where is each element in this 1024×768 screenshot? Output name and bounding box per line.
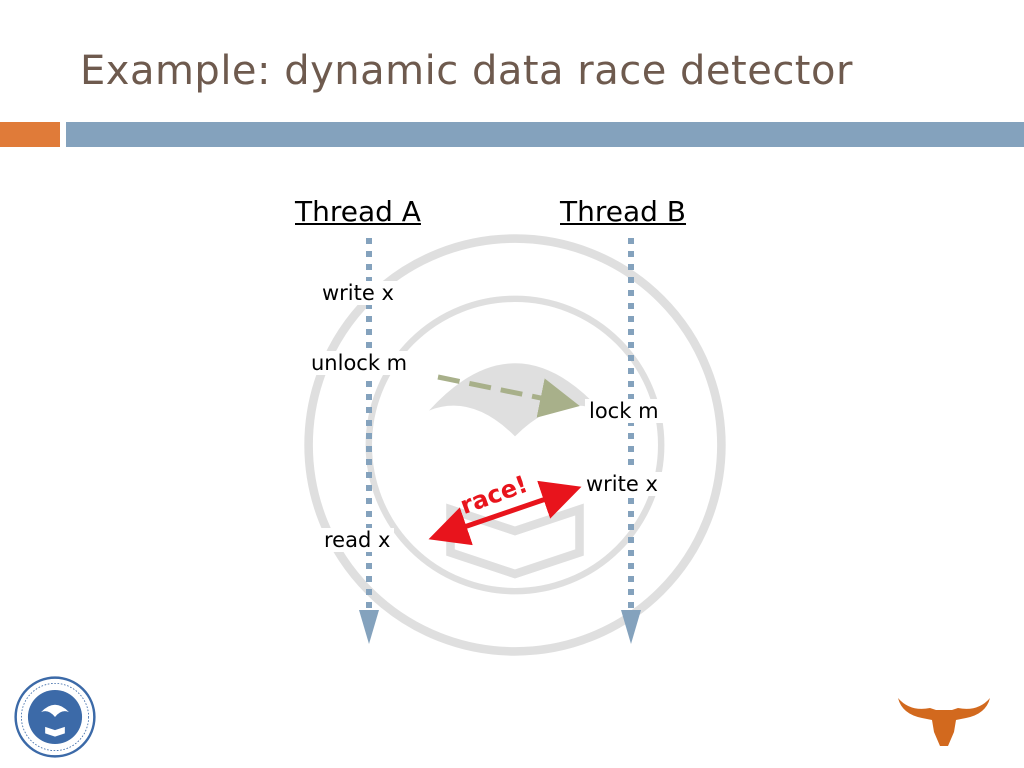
thread-a-event-read-x: read x [320, 528, 395, 552]
sync-arrow [437, 374, 580, 418]
longhorn-logo-icon [898, 698, 990, 746]
thread-a-label: Thread A [295, 195, 421, 228]
thread-b-event-write-x: write x [582, 472, 662, 496]
thread-a-event-write-x: write x [318, 281, 398, 305]
race-arrow [428, 480, 582, 546]
thread-a-event-unlock-m: unlock m [307, 351, 412, 375]
thread-b-arrowhead [621, 610, 641, 644]
slide-title: Example: dynamic data race detector [80, 48, 853, 94]
accent-bar-blue [66, 122, 1024, 147]
accent-bar-orange [0, 122, 60, 147]
thread-a-arrowhead [359, 610, 379, 644]
university-seal-logo-icon [14, 676, 96, 758]
thread-b-event-lock-m: lock m [585, 399, 663, 423]
thread-b-label: Thread B [560, 195, 687, 228]
